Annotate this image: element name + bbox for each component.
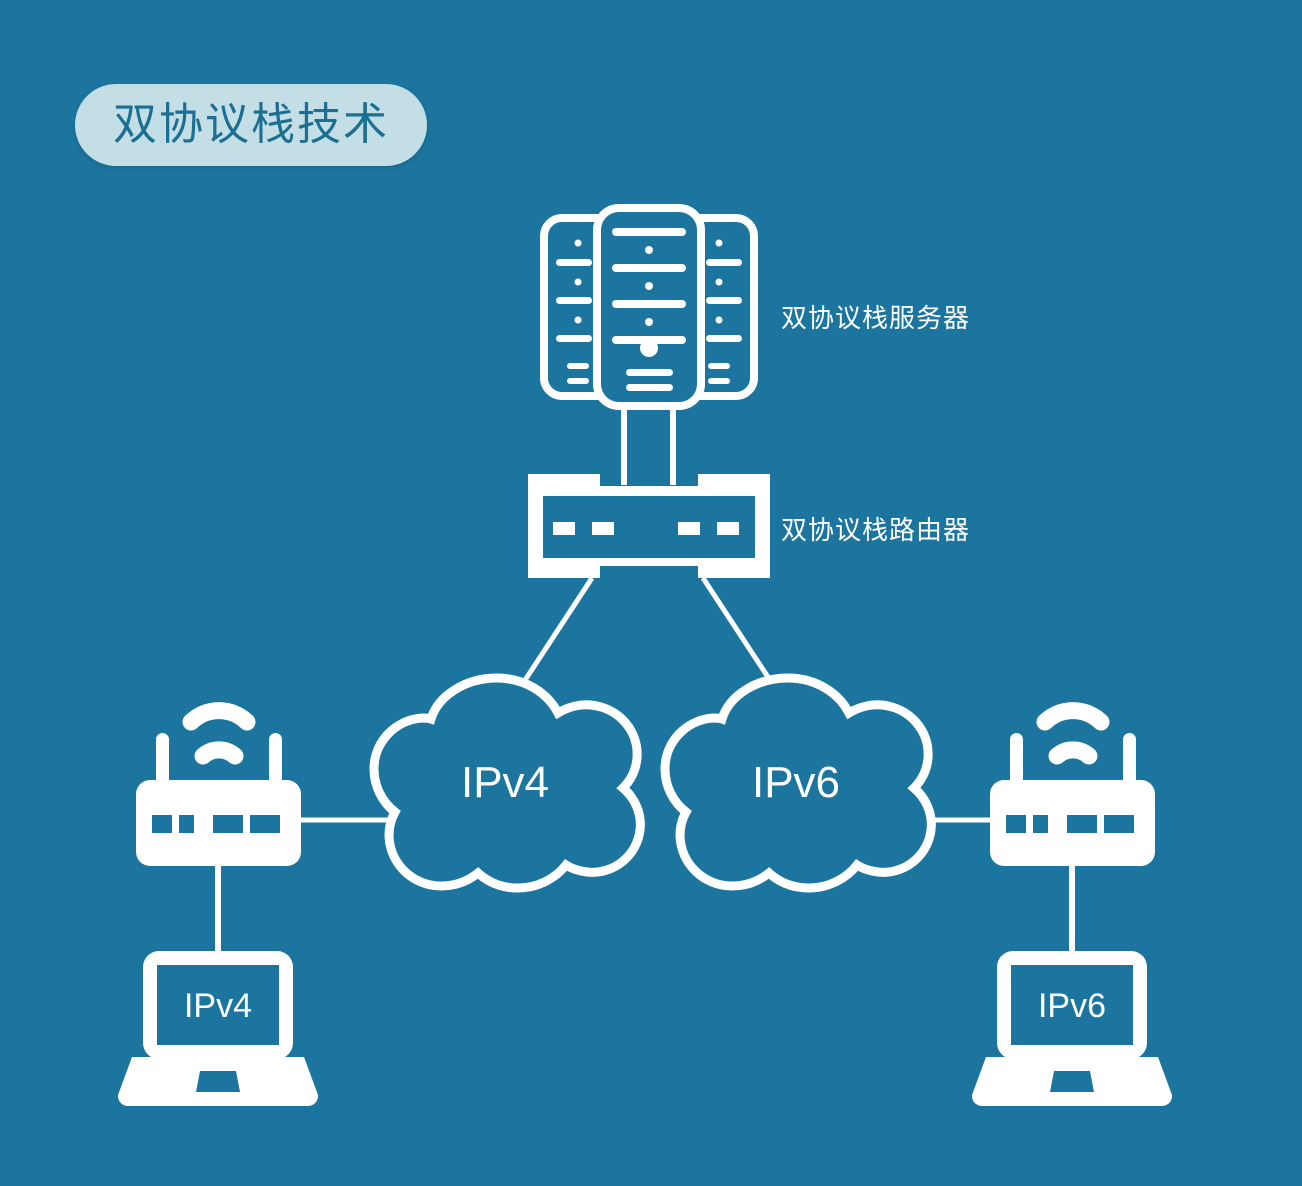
server-bar-small <box>626 384 673 391</box>
router-port-leds <box>152 815 280 833</box>
laptop-ipv6-screen-label: IPv6 <box>1038 987 1106 1025</box>
antenna <box>269 733 282 795</box>
server-bar-small <box>708 363 730 369</box>
server-led <box>574 316 582 324</box>
server-led <box>715 316 723 324</box>
laptop-icon-ipv4[interactable]: IPv4 <box>117 951 319 1107</box>
laptop-ipv4-screen-label: IPv4 <box>184 987 252 1025</box>
server-label: 双协议栈服务器 <box>781 304 971 334</box>
server-tower-icon[interactable] <box>540 204 758 410</box>
server-led <box>715 278 723 286</box>
server-led <box>645 318 653 326</box>
server-led <box>574 239 582 247</box>
server-bar <box>706 297 742 304</box>
wireless-router-icon-left[interactable] <box>136 702 301 866</box>
server-bar <box>612 300 686 308</box>
antenna <box>1123 733 1136 795</box>
cloud-ipv4-label: IPv4 <box>461 758 549 807</box>
router-port-leds <box>553 522 739 535</box>
server-bar <box>556 259 592 266</box>
server-bar-small <box>626 369 673 376</box>
laptop-trackpad <box>196 1071 240 1092</box>
router-port-leds <box>1006 815 1134 833</box>
server-bar-small <box>567 378 589 384</box>
server-bar <box>706 259 742 266</box>
server-bar <box>556 297 592 304</box>
server-tower-center <box>593 204 705 410</box>
router-label: 双协议栈路由器 <box>781 516 971 546</box>
page-title: 双协议栈技术 <box>113 99 389 150</box>
rack-router-icon[interactable] <box>528 474 770 578</box>
cloud-ipv6-label: IPv6 <box>752 758 840 807</box>
laptop-screen <box>1011 965 1133 1045</box>
server-tower-right <box>696 214 758 400</box>
server-led <box>574 278 582 286</box>
title-badge: 双协议栈技术 <box>75 84 427 166</box>
server-led <box>645 282 653 290</box>
laptop-screen <box>157 965 279 1045</box>
server-power-button <box>640 339 658 357</box>
server-led <box>715 239 723 247</box>
antenna <box>156 733 169 795</box>
laptop-icon-ipv6[interactable]: IPv6 <box>971 951 1173 1107</box>
server-bar <box>706 335 742 342</box>
cloud-icon-ipv6[interactable]: IPv6 <box>665 678 931 888</box>
wifi-signal-icon <box>182 702 256 765</box>
connection-edges <box>215 398 1075 952</box>
server-led <box>645 246 653 254</box>
cloud-icon-ipv4[interactable]: IPv4 <box>374 678 640 888</box>
server-bar <box>612 264 686 272</box>
server-bar-small <box>708 378 730 384</box>
wifi-signal-icon <box>1036 702 1110 765</box>
laptop-trackpad <box>1050 1071 1094 1092</box>
server-tower-left <box>540 214 601 400</box>
server-bar <box>556 335 592 342</box>
server-bar-small <box>567 363 589 369</box>
wireless-router-icon-right[interactable] <box>990 702 1155 866</box>
server-bar <box>612 228 686 236</box>
antenna <box>1010 733 1023 795</box>
